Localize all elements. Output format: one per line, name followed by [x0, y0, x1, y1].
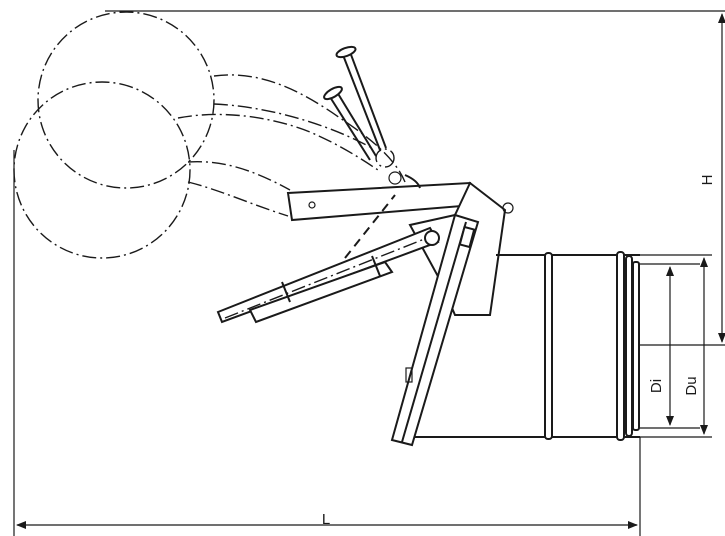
- bolt-shaft-1b: [349, 51, 387, 149]
- lower-arm-center: [224, 235, 433, 319]
- label-h: H: [699, 175, 716, 186]
- lever-hole: [308, 201, 316, 209]
- upper-lever: [286, 171, 476, 222]
- blade-edge: [401, 221, 467, 443]
- swing-path: [344, 194, 396, 259]
- lever-line-mid: [213, 103, 373, 149]
- blade-clip: [458, 225, 476, 249]
- lower-arm-rail: [248, 260, 394, 324]
- duct-ring-1: [544, 252, 553, 440]
- label-l: L: [322, 511, 330, 528]
- reference-lines: [13, 10, 725, 536]
- pivot-ghost: [375, 148, 395, 168]
- lever-line-lower2: [187, 181, 289, 217]
- duct: [415, 251, 640, 441]
- bolt-shaft-2: [329, 96, 371, 161]
- bolt-shaft-2b: [336, 91, 377, 157]
- lower-arm: [216, 194, 440, 324]
- bracket-bolt: [502, 202, 514, 214]
- counterweight-lower: [13, 81, 191, 259]
- label-du: Du: [683, 376, 700, 395]
- counterweight-positions: [13, 11, 215, 259]
- lever-line-lower: [187, 161, 291, 191]
- duct-flange: [632, 261, 640, 431]
- bolts: [323, 45, 395, 168]
- pivot-knob: [388, 171, 402, 185]
- lever-arms: [177, 74, 406, 217]
- blade-clip-lower: [405, 367, 413, 383]
- lever-line-upper2: [177, 113, 379, 171]
- duct-ring-2: [616, 251, 625, 441]
- lower-arm-bolt: [424, 230, 440, 246]
- lever-arc-upper: [213, 74, 406, 183]
- bolt-shaft-1: [342, 54, 381, 151]
- lower-arm-tick-2: [371, 255, 381, 277]
- bolt-head-1: [335, 45, 357, 59]
- dimensions: [16, 13, 725, 536]
- pivot-spring: [404, 174, 421, 189]
- counterweight-upper: [37, 11, 215, 189]
- duct-ring-3: [625, 255, 633, 437]
- lever-plate: [286, 181, 476, 222]
- damper-blade: [390, 213, 480, 447]
- bolt-head-2: [323, 85, 343, 101]
- label-di: Di: [648, 379, 665, 393]
- lower-arm-tick-1: [281, 281, 291, 303]
